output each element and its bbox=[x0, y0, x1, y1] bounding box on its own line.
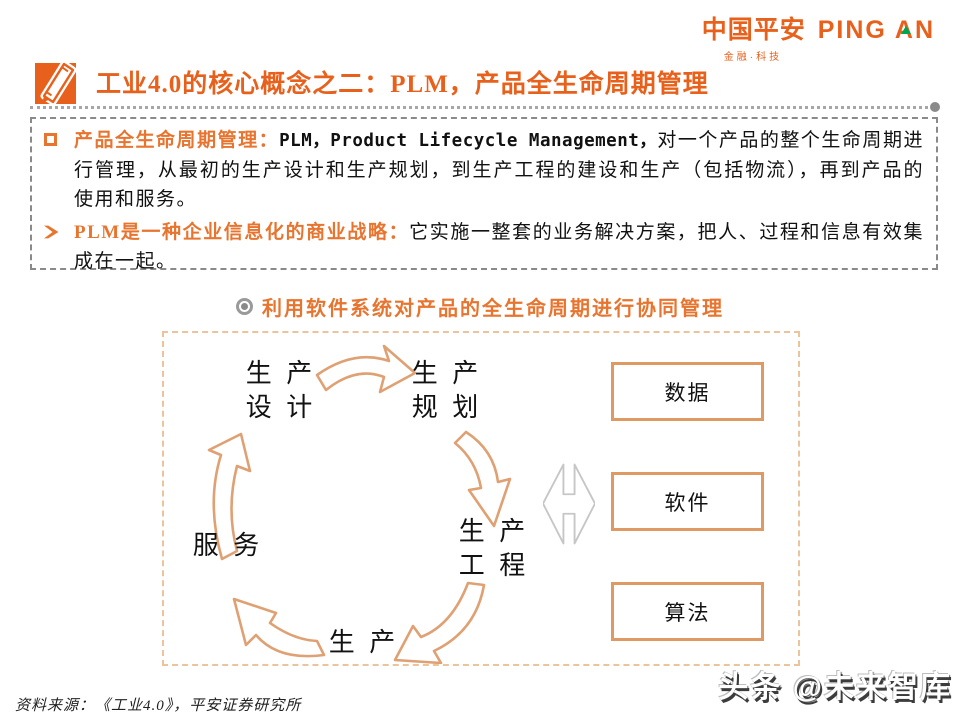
cycle-node-service: 服 务 bbox=[192, 531, 264, 560]
divider-end-dot bbox=[930, 102, 940, 112]
cycle-node-production: 生 产 bbox=[328, 628, 400, 657]
arrow-production-to-service bbox=[232, 597, 326, 658]
diagram-caption: 利用软件系统对产品的全生命周期进行协同管理 bbox=[262, 298, 724, 320]
side-box-label: 算法 bbox=[664, 600, 711, 625]
bullet-body: 对一个产品的整个生命周期进行管理，从最初的生产设计和生产规划，到生产工程的建设和… bbox=[74, 130, 924, 210]
bullet-plm-strategy: PLM是一种企业信息化的商业战略：它实施一整套的业务解决方案，把人、过程和信息有… bbox=[44, 218, 924, 276]
arrow-bullet-icon bbox=[44, 225, 59, 239]
cycle-node-engineering: 生 产 工 程 bbox=[458, 517, 530, 580]
summary-box: 产品全生命周期管理：PLM，Product Lifecycle Manageme… bbox=[30, 117, 938, 272]
cycle-node-planning: 生 产 规 划 bbox=[411, 359, 483, 422]
source-note: 资料来源：《工业4.0》，平安证券研究所 bbox=[15, 698, 302, 714]
pingan-logo: 中国平安 PING AN 金融·科技 bbox=[702, 10, 935, 63]
side-box-software: 软件 bbox=[611, 472, 764, 531]
side-box-label: 数据 bbox=[664, 380, 711, 405]
side-box-label: 软件 bbox=[664, 490, 711, 515]
arrow-planning-to-engineering bbox=[453, 430, 512, 528]
bullet-text: 产品全生命周期管理：PLM，Product Lifecycle Manageme… bbox=[74, 126, 924, 214]
arrow-engineering-to-production bbox=[393, 581, 486, 664]
watermark: 头条 @未来智库 bbox=[718, 671, 952, 704]
cycle-node-design: 生 产 设 计 bbox=[245, 359, 317, 422]
logo-en-text: PING AN bbox=[818, 16, 935, 45]
side-box-data: 数据 bbox=[611, 362, 764, 421]
bullet-text: PLM是一种企业信息化的商业战略：它实施一整套的业务解决方案，把人、过程和信息有… bbox=[74, 218, 924, 276]
pencil-note-icon bbox=[35, 60, 77, 104]
plm-cycle-diagram: 生 产 设 计 生 产 规 划 生 产 工 程 生 产 服 务 数据 软件 算法 bbox=[162, 331, 800, 666]
bullet-lead: 产品全生命周期管理： bbox=[74, 130, 280, 151]
bullet-body: 它实施一整套的业务解决方案，把人、过程和信息有效集成在一起。 bbox=[74, 222, 924, 272]
logo-green-triangle-icon bbox=[901, 26, 911, 34]
side-box-algorithm: 算法 bbox=[611, 582, 764, 641]
bullet-lead: PLM是一种企业信息化的商业战略： bbox=[74, 222, 410, 243]
page-title: 工业4.0的核心概念之二：PLM，产品全生命周期管理 bbox=[96, 71, 709, 98]
diagram-caption-row: 利用软件系统对产品的全生命周期进行协同管理 bbox=[0, 292, 960, 321]
logo-cn-text: 中国平安 bbox=[701, 16, 806, 44]
bullet-plm-definition: 产品全生命周期管理：PLM，Product Lifecycle Manageme… bbox=[44, 126, 924, 214]
arrow-design-to-planning bbox=[315, 344, 417, 394]
logo-en-label: PING AN bbox=[817, 16, 935, 44]
dotted-divider bbox=[30, 106, 928, 109]
logo-tagline: 金融·科技 bbox=[723, 52, 783, 63]
target-dot-icon bbox=[236, 298, 253, 315]
bullet-emphasis: PLM，Product Lifecycle Management， bbox=[279, 131, 658, 151]
double-arrow-icon bbox=[543, 463, 595, 545]
arrow-service-to-design bbox=[207, 432, 252, 561]
cycle-arrows bbox=[207, 344, 512, 664]
square-bullet-icon bbox=[44, 133, 57, 146]
